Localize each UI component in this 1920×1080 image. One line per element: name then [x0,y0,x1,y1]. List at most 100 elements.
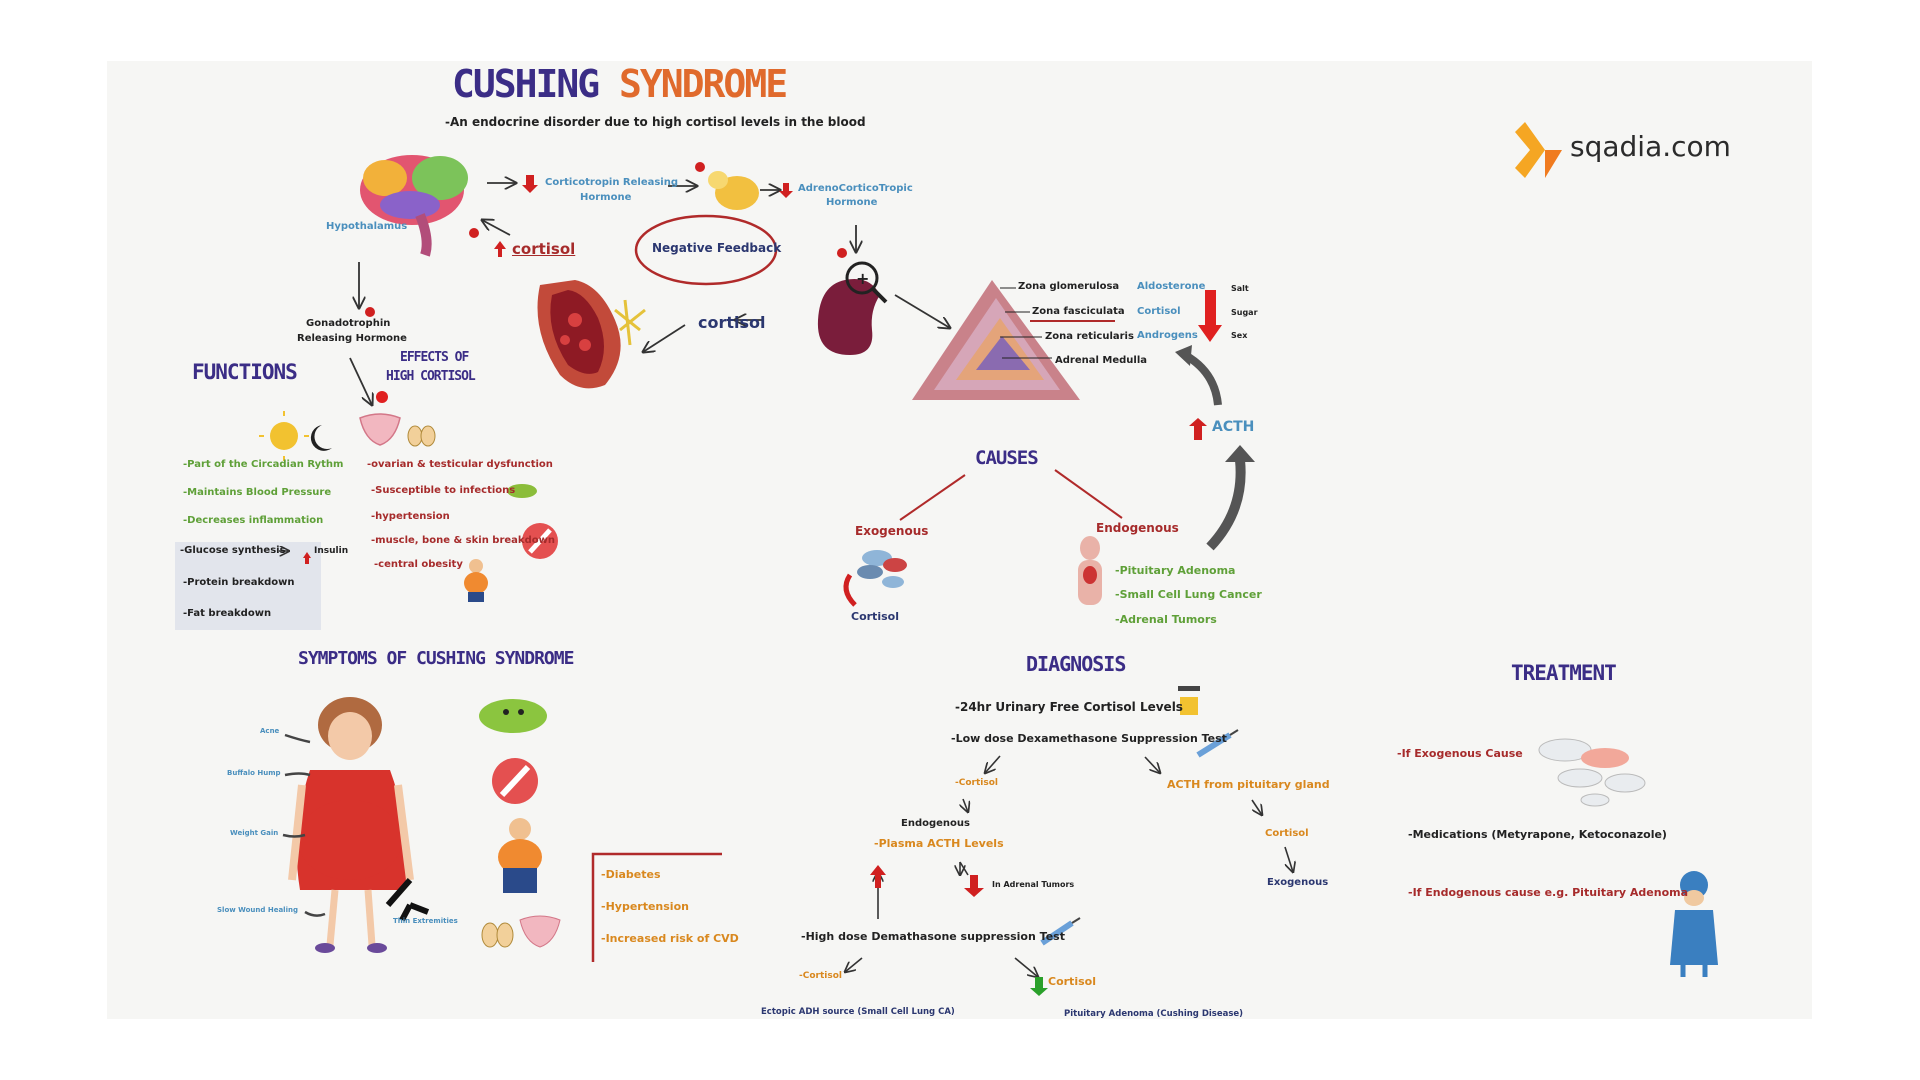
effects-heading-2: HIGH CORTISOL [386,369,476,384]
brain-icon [360,155,468,257]
effect-sugar: Sugar [1231,308,1258,317]
surgeon-icon [1670,871,1718,977]
negative-feedback-circle [634,214,778,286]
hormone-androgens: Androgens [1137,330,1198,341]
effect-sex: Sex [1231,331,1248,340]
effect-item-4: -muscle, bone & skin breakdown [371,535,555,546]
function-protein: -Protein breakdown [183,577,295,588]
function-item-3: -Decreases inflammation [183,515,324,526]
symptom-thin-extremities: Thin Extremities [393,917,458,925]
urine-sample-icon [1178,686,1200,715]
adrenal-cortex-triangle [912,280,1115,400]
diag-down-cortisol: -Cortisol [955,778,998,788]
diag-cortisol-left: -Cortisol [799,971,842,981]
symptom-slow-wound: Slow Wound Healing [217,906,298,914]
sun-icon [259,411,309,461]
treatment-item-3: -If Endogenous cause e.g. Pituitary Aden… [1408,886,1689,899]
zone-reticularis: Zona reticularis [1045,331,1134,342]
diag-cortisol-right: Cortisol [1265,828,1309,839]
symptoms-heading: SYMPTOMS OF CUSHING SYNDROME [298,648,574,669]
diag-acth-pituitary: ACTH from pituitary gland [1167,778,1330,791]
acth-label: ACTH [1212,419,1255,435]
endo-item-2: -Small Cell Lung Cancer [1115,588,1262,601]
diag-urinary: -24hr Urinary Free Cortisol Levels [955,700,1183,714]
diag-high-dose: -High dose Demathasone suppression Test [801,930,1065,943]
sqadia-logo-icon [1515,122,1562,178]
cortisol-mid-label: cortisol [698,313,766,332]
cortisol-top-label: cortisol [512,240,576,258]
symptom-buffalo-hump: Buffalo Hump [227,769,281,777]
symptom-acne: Acne [260,727,280,735]
effect-item-3: -hypertension [371,511,450,522]
acth-full-1: AdrenoCorticoTropic [798,183,913,194]
hypothalamus-label: Hypothalamus [326,221,408,232]
broken-bone-icon [492,758,538,804]
title: CUSHING SYNDROME [452,62,788,106]
causes-heading: CAUSES [975,447,1039,469]
diag-endogenous: Endogenous [901,818,970,829]
insulin-label: Insulin [314,546,349,556]
function-item-1: -Part of the Circadian Rythm [183,459,344,470]
complication-hypertension: -Hypertension [601,900,689,913]
medication-pills-icon [1538,738,1646,807]
obese-man-icon [498,818,542,893]
cushing-patient-illustration [288,697,414,953]
acth-full-2: Hormone [826,197,878,208]
treatment-item-2: -Medications (Metyrapone, Ketoconazole) [1408,828,1667,841]
bone-icon [522,523,558,559]
kidney-icon: + [817,261,888,355]
title-part1: CUSHING [452,62,600,106]
bacteria-icon [479,699,547,733]
complication-cvd: -Increased risk of CVD [601,932,739,945]
endo-item-3: -Adrenal Tumors [1115,613,1217,626]
diagnosis-heading: DIAGNOSIS [1026,652,1126,676]
function-item-2: -Maintains Blood Pressure [183,487,332,498]
syringe-icon-2 [1040,917,1081,946]
gnrh-label-2: Releasing Hormone [297,333,407,344]
zone-glomerulosa: Zona glomerulosa [1018,281,1120,292]
adrenal-medulla: Adrenal Medulla [1055,355,1148,366]
function-glucose: -Glucose synthesis [180,545,286,556]
functions-heading: FUNCTIONS [192,360,298,384]
svg-text:+: + [856,269,869,288]
diag-ectopic: Ectopic ADH source (Small Cell Lung CA) [761,1007,955,1017]
crh-label-1: Corticotropin Releasing [545,177,679,188]
syringe-icon [1196,729,1239,758]
pituitary-gland-icon [708,171,759,210]
exo-cortisol-label: Cortisol [851,610,899,623]
human-organs-icon [1078,536,1102,605]
reproductive-organs-icon [359,391,436,447]
effect-item-1: -ovarian & testicular dysfunction [367,459,553,470]
diag-cortisol-down: Cortisol [1048,975,1096,988]
effects-heading-1: EFFECTS OF [400,350,469,365]
complication-diabetes: -Diabetes [601,868,661,881]
reproductive-icon-2 [481,915,561,948]
subtitle: -An endocrine disorder due to high corti… [445,115,866,129]
metabolism-box [175,542,321,630]
blood-vessel-icon [537,280,646,389]
treatment-item-1: -If Exogenous Cause [1397,747,1523,760]
brand-name: sqadia.com [1570,130,1731,163]
effect-item-5: -central obesity [374,559,463,570]
effect-item-2: -Susceptible to infections [371,485,516,496]
title-part2: SYNDROME [619,62,788,106]
gnrh-label-1: Gonadotrophin [306,318,391,329]
crh-label-2: Hormone [580,192,632,203]
germ-icon [507,484,537,498]
diag-exogenous: Exogenous [1267,877,1329,888]
obese-person-icon [464,559,488,602]
diag-pituitary-adenoma: Pituitary Adenoma (Cushing Disease) [1064,1009,1244,1019]
negative-feedback-label: Negative Feedback [652,241,782,255]
endogenous-label: Endogenous [1096,521,1179,535]
symptom-weight-gain: Weight Gain [230,829,279,837]
diag-adrenal-tumors: In Adrenal Tumors [992,880,1075,889]
effect-salt: Salt [1231,284,1249,293]
diag-plasma-acth: -Plasma ACTH Levels [874,837,1004,850]
zone-fasciculata: Zona fasciculata [1032,306,1125,317]
hormone-aldosterone: Aldosterone [1137,281,1206,292]
thin-extremities-arrow-icon [385,878,430,922]
diag-low-dose: -Low dose Dexamethasone Suppression Test [951,732,1227,745]
endo-item-1: -Pituitary Adenoma [1115,564,1236,577]
function-fat: -Fat breakdown [183,608,272,619]
